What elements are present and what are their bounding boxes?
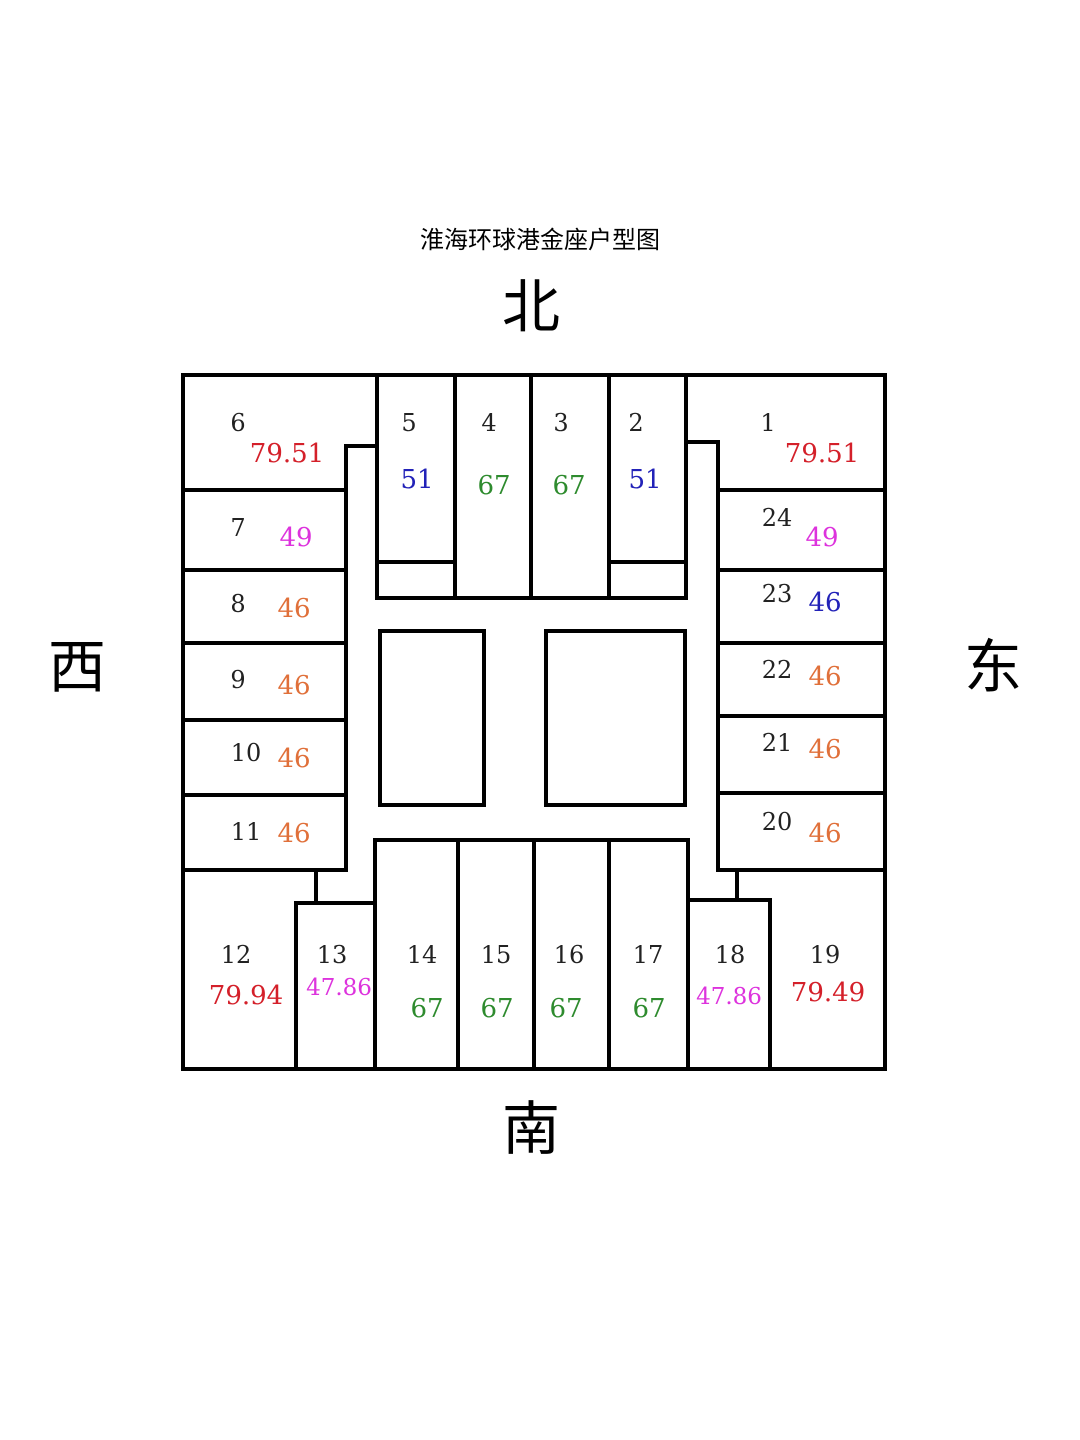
unit-18: 18 47.86	[696, 941, 762, 1010]
unit-8: 8 46	[230, 590, 310, 624]
unit-7: 7 49	[230, 514, 312, 553]
unit-number: 23	[762, 580, 793, 608]
unit-area: 46	[277, 594, 310, 624]
unit-number: 3	[553, 409, 568, 437]
unit-area: 79.94	[209, 981, 283, 1011]
unit-number: 1	[760, 409, 775, 437]
unit-21: 21 46	[762, 729, 842, 765]
unit-number: 15	[481, 941, 512, 969]
unit-number: 11	[231, 818, 262, 846]
unit-area: 67	[632, 994, 665, 1024]
unit-area: 67	[480, 994, 513, 1024]
unit-area: 49	[805, 523, 838, 553]
unit-3: 3 67	[552, 409, 585, 501]
unit-area: 46	[808, 819, 841, 849]
unit-number: 21	[762, 729, 793, 757]
unit-number: 20	[762, 808, 793, 836]
unit-area: 67	[477, 471, 510, 501]
unit-5: 5 51	[400, 409, 433, 495]
unit-area: 46	[277, 744, 310, 774]
unit-13: 13 47.86	[306, 941, 372, 1001]
unit-area: 46	[808, 735, 841, 765]
unit-area: 67	[549, 994, 582, 1024]
direction-south: 南	[502, 1095, 561, 1163]
unit-number: 5	[401, 409, 416, 437]
unit-6: 679.51	[230, 409, 324, 469]
unit-area: 67	[410, 994, 443, 1024]
unit-14: 14 67	[407, 941, 444, 1024]
unit-2: 2 51	[628, 409, 661, 495]
unit-number: 24	[762, 504, 793, 532]
unit-number: 17	[633, 941, 664, 969]
unit-area: 79.51	[250, 439, 324, 469]
core-west	[378, 629, 486, 807]
unit-number: 22	[762, 656, 793, 684]
direction-west: 西	[48, 633, 107, 701]
unit-number: 13	[317, 941, 348, 969]
unit-23: 23 46	[762, 580, 842, 618]
unit-number: 6	[230, 409, 245, 437]
direction-east: 东	[964, 633, 1023, 701]
unit-number: 10	[231, 739, 262, 767]
unit-area: 51	[400, 465, 433, 495]
unit-19: 19 79.49	[791, 941, 865, 1008]
core-east	[544, 629, 687, 807]
unit-area: 46	[277, 671, 310, 701]
unit-22: 22 46	[762, 656, 842, 692]
plan-title: 淮海环球港金座户型图	[420, 226, 660, 254]
unit-number: 16	[554, 941, 585, 969]
unit-11: 11 46	[231, 818, 311, 849]
outer-wall	[181, 373, 887, 1071]
unit-area: 46	[808, 662, 841, 692]
unit-10: 10 46	[231, 739, 311, 774]
unit-area: 47.86	[306, 975, 372, 1001]
direction-north: 北	[502, 273, 561, 341]
unit-area: 46	[277, 819, 310, 849]
unit-number: 4	[481, 409, 496, 437]
unit-area: 79.49	[791, 978, 865, 1008]
unit-number: 2	[628, 409, 643, 437]
walls	[181, 373, 887, 1071]
unit-number: 18	[715, 941, 746, 969]
unit-number: 8	[230, 590, 245, 618]
unit-area: 47.86	[696, 984, 762, 1010]
unit-4: 4 67	[477, 409, 510, 501]
unit-number: 19	[810, 941, 841, 969]
unit-number: 7	[230, 514, 245, 542]
unit-number: 12	[221, 941, 252, 969]
unit-24: 24 49	[762, 504, 839, 553]
unit-area: 51	[628, 465, 661, 495]
unit-area: 79.51	[785, 439, 859, 469]
unit-12: 12 79.94	[209, 941, 283, 1011]
unit-1: 179.51	[760, 409, 859, 469]
unit-number: 9	[230, 666, 245, 694]
unit-area: 67	[552, 471, 585, 501]
unit-area: 49	[279, 523, 312, 553]
unit-area: 46	[808, 588, 841, 618]
unit-number: 14	[407, 941, 438, 969]
unit-9: 9 46	[230, 666, 310, 701]
